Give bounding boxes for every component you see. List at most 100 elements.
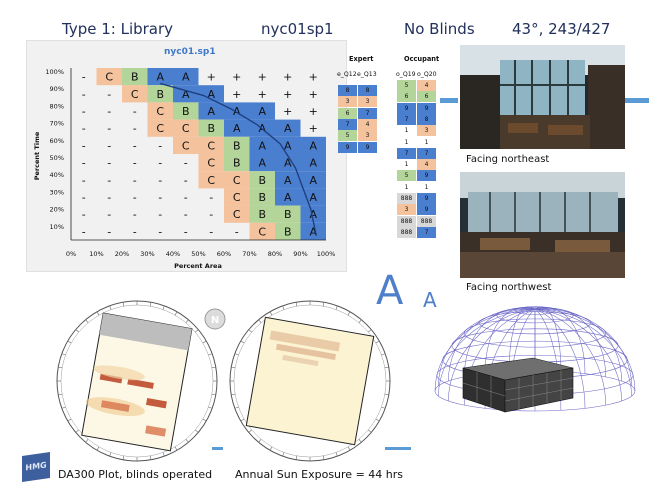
grid-cell bbox=[249, 171, 275, 189]
rating-cell: 9 bbox=[338, 141, 357, 153]
grid-cell-symbol: C bbox=[233, 208, 241, 221]
grid-cell bbox=[198, 136, 224, 154]
grid-cell-symbol: - bbox=[133, 105, 137, 118]
rating-cell: 1 bbox=[397, 125, 416, 137]
y-tick-label: 90% bbox=[50, 85, 64, 93]
library-photo-northeast bbox=[460, 45, 625, 149]
grid-cell-symbol: B bbox=[131, 71, 139, 84]
grid-cell-symbol: - bbox=[133, 174, 137, 187]
y-tick-label: 10% bbox=[50, 223, 64, 231]
grid-cell-symbol: + bbox=[283, 105, 292, 118]
grid-cell-symbol: A bbox=[284, 122, 292, 135]
big-letter-grade: A bbox=[376, 268, 404, 314]
grid-cell-symbol: C bbox=[105, 71, 113, 84]
grid-cell-symbol: - bbox=[107, 122, 111, 135]
rating-cell: 3 bbox=[338, 96, 357, 108]
grid-cell-symbol: C bbox=[156, 105, 164, 118]
grid-cell-symbol: A bbox=[309, 139, 317, 152]
grid-cell bbox=[275, 205, 301, 223]
grid-cell-symbol: + bbox=[258, 88, 267, 101]
small-letter-grade: A bbox=[423, 288, 437, 312]
grid-cell bbox=[275, 119, 301, 137]
grid-cell bbox=[275, 188, 301, 206]
rating-cell: 9 bbox=[417, 193, 436, 204]
grid-cell bbox=[249, 222, 275, 240]
rating-cell: 3 bbox=[417, 125, 436, 137]
grid-cell bbox=[249, 154, 275, 172]
grid-cell-symbol: - bbox=[82, 139, 86, 152]
rating-cell: 888 bbox=[397, 215, 416, 227]
grid-cell-symbol: - bbox=[133, 157, 137, 170]
grid-cell-symbol: C bbox=[258, 225, 266, 238]
compass-icon: N bbox=[204, 308, 226, 330]
rating-cell: 5 bbox=[397, 170, 416, 182]
rating-cell: 5 bbox=[338, 130, 357, 142]
grid-cell bbox=[224, 205, 250, 223]
grid-cell-symbol: C bbox=[233, 174, 241, 187]
connector-bar bbox=[440, 98, 458, 103]
grid-cell-symbol: B bbox=[284, 208, 292, 221]
grid-cell-symbol: B bbox=[258, 174, 266, 187]
grid-cell bbox=[96, 68, 122, 86]
grid-cell-symbol: - bbox=[107, 157, 111, 170]
x-tick-label: 80% bbox=[268, 250, 282, 258]
grid-cell-symbol: - bbox=[133, 139, 137, 152]
grid-cell bbox=[173, 136, 199, 154]
grid-cell-symbol: + bbox=[283, 71, 292, 84]
grid-cell bbox=[249, 102, 275, 120]
blinds-status: No Blinds bbox=[404, 20, 475, 38]
grid-cell-symbol: C bbox=[182, 139, 190, 152]
grid-cell-symbol: - bbox=[82, 122, 86, 135]
x-tick-label: 10% bbox=[89, 250, 103, 258]
rating-cell: 5 bbox=[397, 80, 416, 91]
grid-cell-symbol: - bbox=[133, 225, 137, 238]
grid-cell bbox=[300, 222, 326, 240]
rating-cell: 7 bbox=[417, 147, 436, 159]
grid-cell bbox=[300, 205, 326, 223]
grid-cell bbox=[147, 68, 173, 86]
grid-cell-symbol: - bbox=[235, 225, 239, 238]
sun-exposure-plot bbox=[229, 300, 391, 462]
grid-cell bbox=[173, 68, 199, 86]
rating-cell: 1 bbox=[397, 181, 416, 193]
col-e-q12: e_Q12 bbox=[337, 71, 357, 78]
rating-cell: 6 bbox=[397, 91, 416, 103]
rating-cell: 1 bbox=[397, 136, 416, 148]
grid-cell-symbol: A bbox=[309, 157, 317, 170]
grid-cell-symbol: - bbox=[107, 208, 111, 221]
grid-cell bbox=[198, 119, 224, 137]
grid-cell-symbol: B bbox=[258, 208, 266, 221]
x-tick-label: 90% bbox=[293, 250, 307, 258]
grid-cell bbox=[173, 102, 199, 120]
y-tick-label: 60% bbox=[50, 137, 64, 145]
y-tick-label: 40% bbox=[50, 171, 64, 179]
rating-cell: 7 bbox=[397, 113, 416, 125]
rating-cell: 6 bbox=[417, 91, 436, 103]
grid-cell-symbol: - bbox=[158, 191, 162, 204]
grid-cell bbox=[224, 102, 250, 120]
rating-cell: 888 bbox=[397, 226, 416, 238]
rating-cell: 4 bbox=[417, 80, 436, 91]
sky-dome-3d-view bbox=[434, 306, 636, 413]
x-tick-label: 40% bbox=[166, 250, 180, 258]
rating-cell: 8 bbox=[338, 85, 357, 96]
grid-cell-symbol: A bbox=[207, 88, 215, 101]
y-tick-label: 100% bbox=[45, 68, 64, 76]
da300-plot bbox=[56, 300, 218, 462]
rating-cell: 7 bbox=[397, 147, 416, 159]
grid-cell-symbol: - bbox=[107, 191, 111, 204]
grid-cell-symbol: - bbox=[133, 208, 137, 221]
space-code: nyc01sp1 bbox=[261, 20, 334, 38]
grid-cell-symbol: - bbox=[209, 208, 213, 221]
grid-cell bbox=[147, 102, 173, 120]
dial-marker bbox=[385, 447, 411, 450]
grid-cell bbox=[249, 188, 275, 206]
grid-cell-symbol: + bbox=[232, 88, 241, 101]
expert-header: Expert bbox=[349, 55, 374, 63]
grid-cell-symbol: A bbox=[182, 71, 190, 84]
grid-cell-symbol: - bbox=[209, 191, 213, 204]
rating-cell: 1 bbox=[417, 136, 436, 148]
y-axis-label: Percent Time bbox=[33, 131, 41, 180]
rating-cell: 6 bbox=[338, 107, 357, 119]
